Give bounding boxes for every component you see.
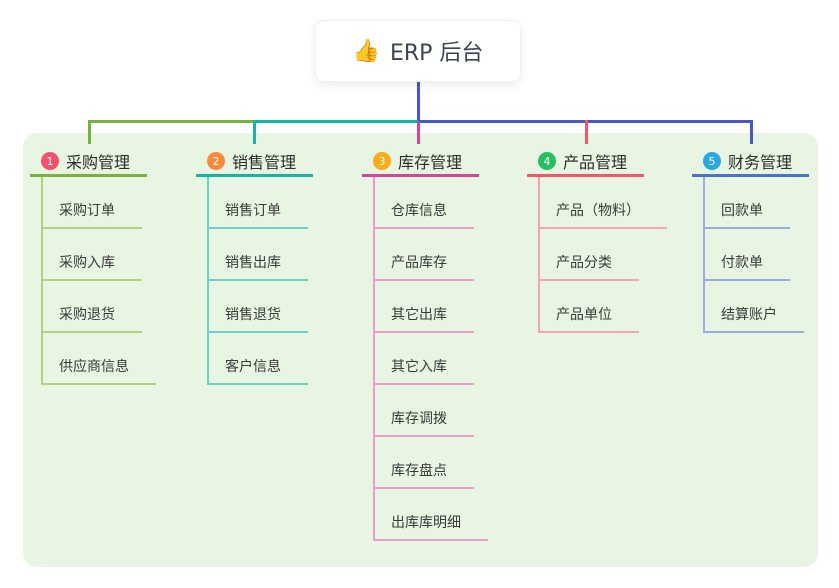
connector-drop-inventory (417, 122, 420, 144)
branch-label: 销售管理 (232, 153, 297, 172)
branch-items-product: 产品（物料） 产品分类 产品单位 (538, 177, 667, 333)
leaf-node[interactable]: 其它入库 (375, 333, 474, 385)
leaf-node[interactable]: 结算账户 (705, 281, 804, 333)
connector-bus-blue (418, 120, 750, 123)
leaf-node[interactable]: 库存盘点 (375, 437, 474, 489)
branch-label: 采购管理 (66, 153, 131, 172)
leaf-node[interactable]: 销售订单 (209, 177, 308, 229)
branch-title-sales[interactable]: 2 销售管理 (196, 148, 313, 177)
root-node-erp[interactable]: 👍 ERP 后台 (315, 20, 521, 82)
branch-finance: 5 财务管理 回款单 付款单 结算账户 (692, 148, 809, 333)
root-title: ERP 后台 (389, 41, 484, 66)
leaf-node[interactable]: 采购入库 (43, 229, 142, 281)
leaf-node[interactable]: 采购订单 (43, 177, 142, 229)
leaf-node[interactable]: 付款单 (705, 229, 790, 281)
branch-number-badge: 3 (373, 152, 391, 170)
branch-title-purchase[interactable]: 1 采购管理 (30, 148, 147, 177)
leaf-node[interactable]: 回款单 (705, 177, 790, 229)
branch-items-inventory: 仓库信息 产品库存 其它出库 其它入库 库存调拨 库存盘点 出库库明细 (373, 177, 488, 541)
connector-bus-green (88, 120, 253, 123)
leaf-node[interactable]: 供应商信息 (43, 333, 156, 385)
connector-drop-sales (253, 120, 256, 144)
branch-inventory: 3 库存管理 仓库信息 产品库存 其它出库 其它入库 库存调拨 库存盘点 出库库… (362, 148, 488, 541)
branch-title-product[interactable]: 4 产品管理 (527, 148, 644, 177)
leaf-node[interactable]: 销售出库 (209, 229, 308, 281)
branch-product: 4 产品管理 产品（物料） 产品分类 产品单位 (527, 148, 667, 333)
root-connector-line (417, 82, 420, 121)
branch-number-badge: 5 (703, 152, 721, 170)
leaf-node[interactable]: 出库库明细 (375, 489, 488, 541)
branch-sales: 2 销售管理 销售订单 销售出库 销售退货 客户信息 (196, 148, 313, 385)
leaf-node[interactable]: 产品分类 (540, 229, 639, 281)
branch-title-inventory[interactable]: 3 库存管理 (362, 148, 479, 177)
branch-items-sales: 销售订单 销售出库 销售退货 客户信息 (207, 177, 313, 385)
branch-label: 产品管理 (563, 153, 628, 172)
leaf-node[interactable]: 产品（物料） (540, 177, 667, 229)
leaf-node[interactable]: 产品单位 (540, 281, 639, 333)
branch-purchase: 1 采购管理 采购订单 采购入库 采购退货 供应商信息 (30, 148, 156, 385)
leaf-node[interactable]: 其它出库 (375, 281, 474, 333)
branch-label: 财务管理 (728, 153, 793, 172)
branch-label: 库存管理 (398, 153, 463, 172)
connector-drop-product (585, 120, 588, 144)
branch-number-badge: 1 (41, 152, 59, 170)
branch-items-purchase: 采购订单 采购入库 采购退货 供应商信息 (41, 177, 156, 385)
connector-bus-teal (253, 120, 418, 123)
branch-number-badge: 2 (207, 152, 225, 170)
leaf-node[interactable]: 客户信息 (209, 333, 308, 385)
branches-background-panel (23, 133, 818, 567)
leaf-node[interactable]: 产品库存 (375, 229, 474, 281)
leaf-node[interactable]: 仓库信息 (375, 177, 474, 229)
branch-number-badge: 4 (538, 152, 556, 170)
leaf-node[interactable]: 销售退货 (209, 281, 308, 333)
connector-drop-finance (750, 120, 753, 144)
leaf-node[interactable]: 采购退货 (43, 281, 142, 333)
connector-drop-purchase (88, 120, 91, 144)
branch-items-finance: 回款单 付款单 结算账户 (703, 177, 809, 333)
leaf-node[interactable]: 库存调拨 (375, 385, 474, 437)
thumbs-up-icon: 👍 (352, 38, 380, 64)
branch-title-finance[interactable]: 5 财务管理 (692, 148, 809, 177)
